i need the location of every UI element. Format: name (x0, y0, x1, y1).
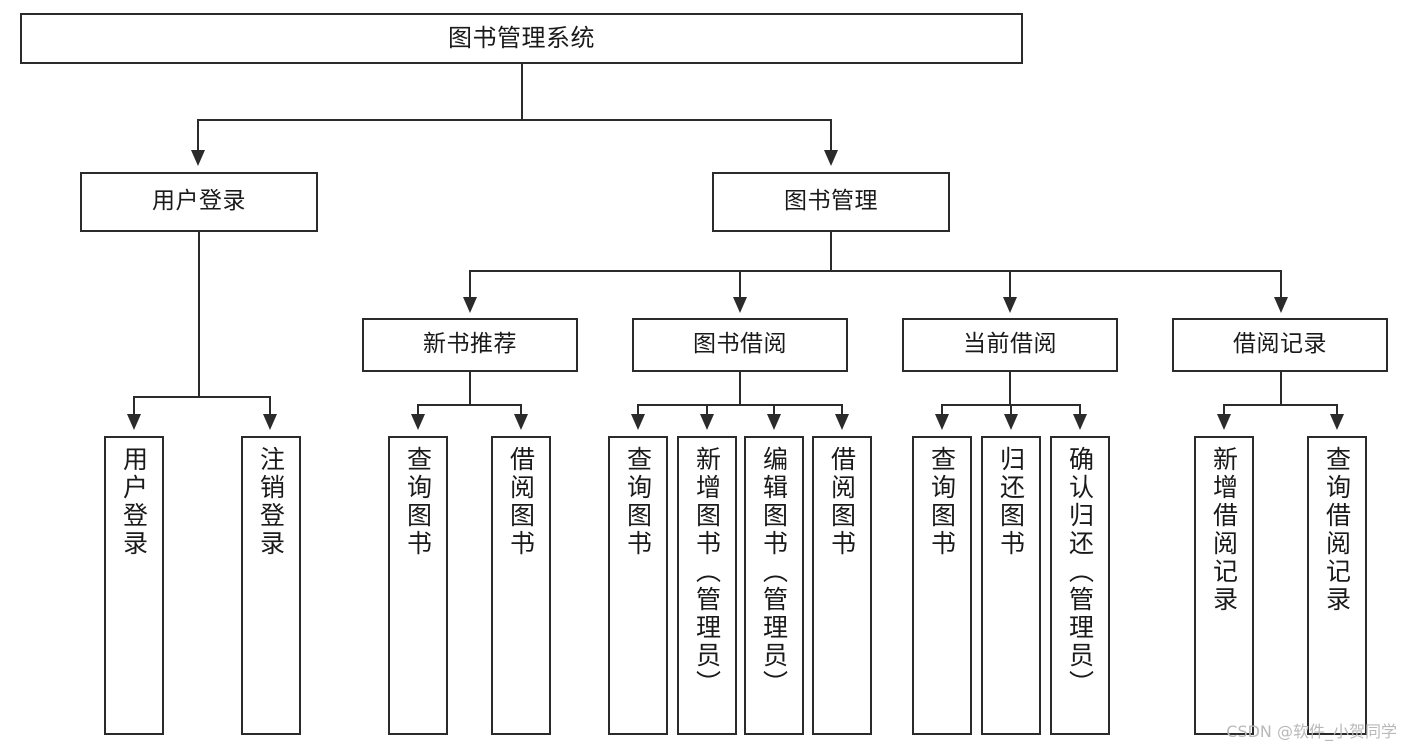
node-root-system[interactable]: 图书管理系统 (20, 13, 1023, 64)
connector-current-borrow-branch-3 (1079, 404, 1081, 416)
connector-current-borrow-branch-1 (941, 404, 943, 416)
arrow-to-leaf-query-book-1 (411, 414, 425, 430)
node-label: 查询图书 (403, 446, 433, 558)
node-borrow-record[interactable]: 借阅记录 (1172, 318, 1388, 372)
node-label: 查询图书 (623, 446, 653, 558)
arrow-to-leaf-add-record (1217, 414, 1231, 430)
connector-book-borrow-branch-3 (773, 404, 775, 416)
connector-new-book-branch-2 (520, 404, 522, 416)
node-user-login[interactable]: 用户登录 (80, 172, 318, 232)
node-label: 图书管理系统 (448, 24, 595, 53)
connector-book-borrow-branch-4 (841, 404, 843, 416)
connector-book-manage-stem (830, 232, 832, 272)
node-label: 归还图书 (996, 446, 1026, 558)
connector-to-book-borrow (739, 270, 741, 299)
arrow-to-leaf-query-book-3 (935, 414, 949, 430)
node-leaf-user-login[interactable]: 用户登录 (104, 436, 164, 735)
arrow-to-current-borrow (1003, 297, 1017, 313)
arrow-to-user-login (191, 150, 205, 166)
connector-borrow-record-bus (1223, 404, 1338, 406)
node-label: 用户登录 (152, 188, 246, 215)
node-current-borrow[interactable]: 当前借阅 (902, 318, 1118, 372)
node-leaf-borrow-book-1[interactable]: 借阅图书 (491, 436, 551, 735)
connector-book-borrow-branch-1 (637, 404, 639, 416)
arrow-to-leaf-user-login (127, 414, 141, 430)
node-leaf-add-record[interactable]: 新增借阅记录 (1194, 436, 1254, 735)
connector-to-borrow-record (1280, 270, 1282, 299)
connector-to-book-manage (830, 119, 832, 152)
node-leaf-query-record[interactable]: 查询借阅记录 (1307, 436, 1367, 735)
connector-new-book-stem (469, 372, 471, 406)
connector-to-current-borrow (1009, 270, 1011, 299)
connector-user-login-branch-1 (133, 396, 135, 416)
node-label: 当前借阅 (963, 331, 1057, 358)
node-leaf-return-book[interactable]: 归还图书 (981, 436, 1041, 735)
node-leaf-confirm-return[interactable]: 确认归还（管理员） (1050, 436, 1110, 735)
arrow-to-leaf-borrow-book-2 (835, 414, 849, 430)
node-label: 借阅记录 (1233, 331, 1327, 358)
connector-book-manage-bus (469, 270, 1282, 272)
arrow-to-leaf-add-book (700, 414, 714, 430)
arrow-to-leaf-borrow-book-1 (514, 414, 528, 430)
node-label: 借阅图书 (827, 446, 857, 558)
arrow-to-leaf-return-book (1004, 414, 1018, 430)
connector-new-book-bus (417, 404, 522, 406)
connector-user-login-branch-2 (269, 396, 271, 416)
node-leaf-query-book-3[interactable]: 查询图书 (912, 436, 972, 735)
connector-current-borrow-stem (1009, 372, 1011, 406)
connector-book-borrow-bus (637, 404, 843, 406)
node-book-manage[interactable]: 图书管理 (712, 172, 950, 232)
connector-root-bus (197, 119, 832, 121)
connector-user-login-bus (133, 396, 270, 398)
node-leaf-query-book-1[interactable]: 查询图书 (388, 436, 448, 735)
node-leaf-borrow-book-2[interactable]: 借阅图书 (812, 436, 872, 735)
connector-to-new-book-recommend (469, 270, 471, 299)
node-leaf-add-book[interactable]: 新增图书（管理员） (677, 436, 737, 735)
node-leaf-logout-login[interactable]: 注销登录 (241, 436, 301, 735)
connector-borrow-record-stem (1280, 372, 1282, 406)
connector-root-stem (521, 64, 523, 120)
node-label: 新书推荐 (423, 331, 517, 358)
node-label: 图书管理 (784, 188, 878, 215)
node-label: 编辑图书（管理员） (759, 446, 789, 698)
connector-user-login-stem (198, 232, 200, 398)
connector-current-borrow-branch-2 (1010, 404, 1012, 416)
node-label: 新增图书（管理员） (692, 446, 722, 698)
arrow-to-borrow-record (1274, 297, 1288, 313)
arrow-to-leaf-confirm-return (1073, 414, 1087, 430)
node-leaf-edit-book[interactable]: 编辑图书（管理员） (744, 436, 804, 735)
arrow-to-new-book-recommend (463, 297, 477, 313)
node-label: 确认归还（管理员） (1065, 446, 1095, 698)
node-label: 查询图书 (927, 446, 957, 558)
node-book-borrow[interactable]: 图书借阅 (632, 318, 848, 372)
node-label: 注销登录 (256, 446, 286, 558)
arrow-to-leaf-query-book-2 (631, 414, 645, 430)
csdn-watermark: CSDN @软件_小贺同学 (1226, 722, 1397, 741)
connector-borrow-record-branch-2 (1336, 404, 1338, 416)
arrow-to-leaf-logout-login (263, 414, 277, 430)
arrow-to-book-borrow (733, 297, 747, 313)
connector-book-borrow-stem (739, 372, 741, 406)
node-label: 图书借阅 (693, 331, 787, 358)
node-label: 查询借阅记录 (1322, 446, 1352, 614)
arrow-to-leaf-query-record (1330, 414, 1344, 430)
connector-borrow-record-branch-1 (1223, 404, 1225, 416)
arrow-to-book-manage (824, 150, 838, 166)
connector-book-borrow-branch-2 (706, 404, 708, 416)
node-label: 用户登录 (119, 446, 149, 558)
connector-to-user-login (197, 119, 199, 152)
node-leaf-query-book-2[interactable]: 查询图书 (608, 436, 668, 735)
node-new-book-recommend[interactable]: 新书推荐 (362, 318, 578, 372)
node-label: 新增借阅记录 (1209, 446, 1239, 614)
node-label: 借阅图书 (506, 446, 536, 558)
connector-new-book-branch-1 (417, 404, 419, 416)
arrow-to-leaf-edit-book (767, 414, 781, 430)
